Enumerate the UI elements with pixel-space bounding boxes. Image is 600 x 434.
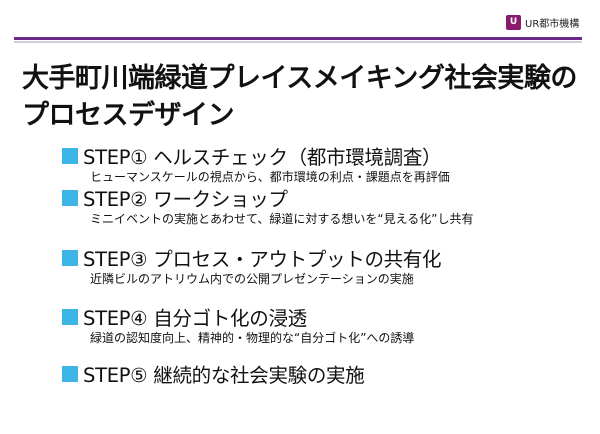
ur-logo-mark: U — [506, 15, 521, 30]
step-4-bullet-icon — [62, 308, 78, 325]
step-3-title: STEP③ プロセス・アウトプットの共有化 — [83, 248, 442, 271]
step-3: STEP③ プロセス・アウトプットの共有化 近隣ビルのアトリウム内での公開プレゼ… — [62, 244, 582, 303]
step-3-desc: 近隣ビルのアトリウム内での公開プレゼンテーションの実施 — [90, 272, 414, 286]
ur-logo-mark-letter: U — [509, 17, 518, 27]
ur-logo-text: UR都市機構 — [525, 19, 580, 30]
step-5: STEP⑤ 継続的な社会実験の実施 — [62, 360, 582, 390]
step-1-bullet-icon — [62, 147, 78, 164]
step-4-desc: 緑道の認知度向上、精神的・物理的な“自分ゴト化”への誘導 — [90, 331, 415, 345]
step-4: STEP④ 自分ゴト化の浸透 緑道の認知度向上、精神的・物理的な“自分ゴト化”へ… — [62, 303, 582, 360]
steps-list: STEP① ヘルスチェック（都市環境調査） ヒューマンスケールの視点から、都市環… — [62, 142, 582, 390]
step-2-desc: ミニイベントの実施とあわせて、緑道に対する想いを“見える化”し共有 — [90, 212, 474, 226]
step-1: STEP① ヘルスチェック（都市環境調査） ヒューマンスケールの視点から、都市環… — [62, 142, 582, 184]
slide-title-line-1: 大手町川端緑道プレイスメイキング社会実験の — [22, 63, 577, 94]
header-rule-bottom — [14, 41, 582, 43]
slide-title: 大手町川端緑道プレイスメイキング社会実験の プロセスデザイン — [22, 60, 582, 134]
step-5-title: STEP⑤ 継続的な社会実験の実施 — [83, 364, 365, 387]
step-5-bullet-icon — [62, 365, 78, 382]
slide-title-line-2: プロセスデザイン — [22, 100, 235, 131]
step-4-title: STEP④ 自分ゴト化の浸透 — [83, 307, 307, 330]
step-2-title: STEP② ワークショップ — [83, 188, 288, 211]
step-1-desc: ヒューマンスケールの視点から、都市環境の利点・課題点を再評価 — [90, 170, 450, 184]
header-rule-top — [14, 37, 582, 40]
step-2-bullet-icon — [62, 189, 78, 206]
ur-logo: U UR都市機構 — [506, 14, 579, 31]
step-1-title: STEP① ヘルスチェック（都市環境調査） — [83, 146, 442, 169]
step-2: STEP② ワークショップ ミニイベントの実施とあわせて、緑道に対する想いを“見… — [62, 184, 582, 244]
step-3-bullet-icon — [62, 249, 78, 266]
